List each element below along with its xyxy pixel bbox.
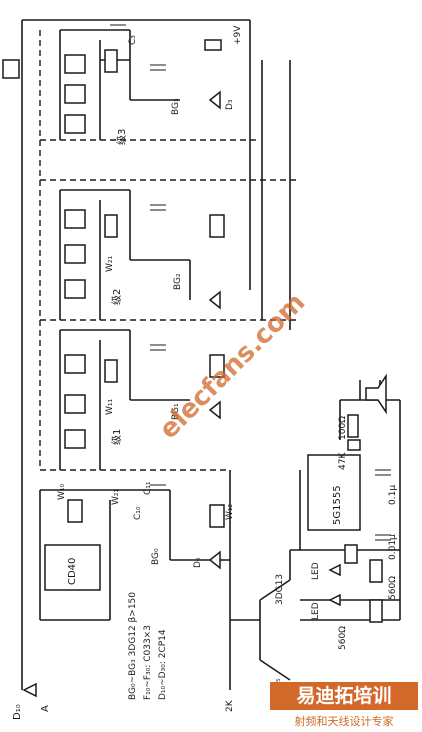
r-top xyxy=(204,39,222,51)
stage3-gate-1 xyxy=(64,54,86,74)
stage3-resistor xyxy=(104,49,118,73)
label-cap-001: 0.01μ xyxy=(388,534,398,560)
r-stage2 xyxy=(209,214,225,238)
label-c10: C₁₀ xyxy=(133,506,143,520)
stage1-gate-3 xyxy=(64,429,86,449)
watermark-elecfans: elecfans.com xyxy=(154,287,311,444)
label-stage1: 级1 xyxy=(111,429,123,445)
stage2-gate-3 xyxy=(64,279,86,299)
label-node-a: A xyxy=(40,705,51,712)
label-d10: D₁₀ xyxy=(12,704,23,720)
spec-line-3: D₁₀~D₃₀: 2CP14 xyxy=(158,629,168,700)
label-bg2: BG₂ xyxy=(173,273,183,290)
label-led-2: LED xyxy=(311,602,321,620)
led-1 xyxy=(328,563,341,577)
top-left-block xyxy=(2,59,20,79)
label-w2: W₂₁ xyxy=(105,255,115,272)
r-100 xyxy=(347,414,359,438)
r-w12 xyxy=(209,504,225,528)
stage2-gate-2 xyxy=(64,244,86,264)
label-100: 100Ω xyxy=(338,416,348,440)
stage-blocks xyxy=(2,39,387,623)
label-3dg13: 3DG13 xyxy=(275,574,285,605)
label-w10: W₁₀ xyxy=(57,483,67,500)
label-stage3: 级3 xyxy=(116,129,128,145)
label-2k: 2K xyxy=(225,699,235,712)
label-main-ic: CD40 xyxy=(67,558,78,585)
label-d3: D₃ xyxy=(225,99,235,110)
diodes xyxy=(22,90,341,698)
r-47k xyxy=(347,439,361,451)
capacitors xyxy=(110,19,391,541)
label-w11: W₁₁ xyxy=(105,398,115,415)
label-ic555: 5G1555 xyxy=(332,485,343,525)
label-top-cap: C₃ xyxy=(128,35,138,45)
label-bg1: BG₁ xyxy=(171,403,181,420)
label-bg0: BG₀ xyxy=(151,548,161,565)
ic-555 xyxy=(307,454,361,531)
label-led-1: LED xyxy=(311,562,321,580)
r-560-b xyxy=(369,599,383,623)
label-plus9v: +9V xyxy=(233,25,243,45)
stage3-gate-3 xyxy=(64,114,86,134)
speaker-symbol xyxy=(365,373,387,415)
diode-d10 xyxy=(22,682,37,698)
brand-badge-title: 易迪拓培训 xyxy=(270,682,418,710)
stage1-gate-1 xyxy=(64,354,86,374)
spec-line-2: F₁₀~F₃₀: C033×3 xyxy=(143,625,153,700)
label-47k: 47K xyxy=(338,452,348,470)
label-w21: W₂₁ xyxy=(111,488,121,505)
schematic-wires xyxy=(21,19,401,690)
main-ic xyxy=(44,544,101,591)
brand-badge-subtitle: 射频和天线设计专家 xyxy=(294,715,394,728)
label-d0: D₀ xyxy=(193,557,203,568)
r-w10 xyxy=(67,499,83,523)
stage1-gate-2 xyxy=(64,394,86,414)
stage3-gate-2 xyxy=(64,84,86,104)
label-560-a: 560Ω xyxy=(388,576,398,600)
component-labels: D₁₀ A CD40 W₁₀ W₂₁ C₁₀ C₁₁ BG₀ D₀ W₁₂ 级1… xyxy=(12,25,398,720)
spec-line-1: BG₀~BG₃ 3DG12 β>150 xyxy=(128,592,138,700)
r-560-a xyxy=(369,559,383,583)
stage2-gate-1 xyxy=(64,209,86,229)
r-stage1 xyxy=(209,354,225,378)
label-cap-01: 0.1μ xyxy=(388,485,398,505)
label-560-b: 560Ω xyxy=(338,626,348,650)
r-led-a xyxy=(344,544,358,564)
led-2 xyxy=(328,593,341,607)
label-stage2: 级2 xyxy=(111,289,123,305)
label-c11: C₁₁ xyxy=(143,481,153,495)
stage1-resistor xyxy=(104,359,118,383)
brand-badge: 易迪拓培训 射频和天线设计专家 xyxy=(270,682,418,730)
label-w12: W₁₂ xyxy=(225,503,235,520)
label-bg3: BG₃ xyxy=(171,98,181,115)
stage2-resistor xyxy=(104,214,118,238)
